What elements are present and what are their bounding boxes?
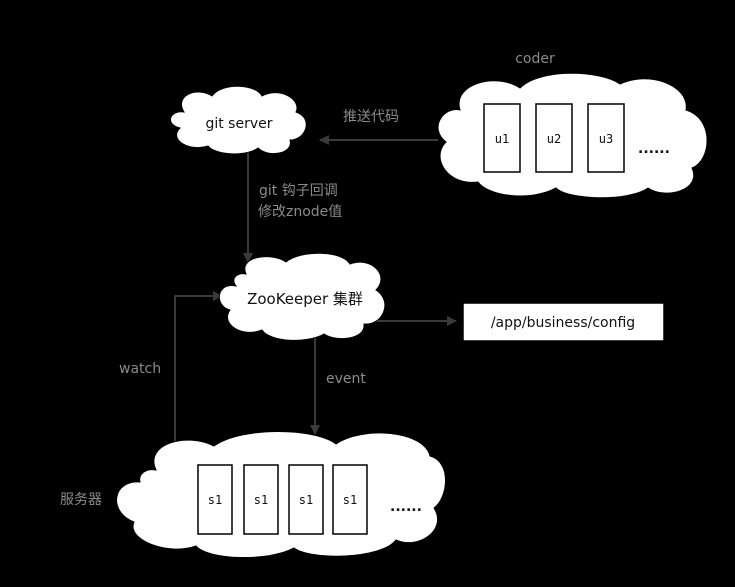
server-label-3: s1 bbox=[299, 493, 313, 507]
hook-label-line1: git 钩子回调 bbox=[259, 183, 338, 199]
coder-more: ...... bbox=[638, 141, 670, 157]
server-label-2: s1 bbox=[254, 493, 268, 507]
watch-label: watch bbox=[119, 361, 161, 377]
coder-label-2: u2 bbox=[547, 132, 561, 146]
watch-arrow bbox=[174, 291, 223, 444]
coder-box-3 bbox=[587, 103, 625, 173]
server-label-1: s1 bbox=[208, 493, 222, 507]
coder-box-2 bbox=[535, 103, 573, 173]
event-label: event bbox=[326, 371, 366, 387]
config-path-box bbox=[462, 302, 665, 342]
coder-box-1 bbox=[483, 103, 521, 173]
coder-label-3: u3 bbox=[599, 132, 613, 146]
zookeeper-cloud bbox=[219, 252, 386, 341]
git-server-label: git server bbox=[205, 116, 272, 132]
server-box-1 bbox=[197, 464, 233, 535]
servers-cloud bbox=[116, 431, 446, 559]
server-label-4: s1 bbox=[343, 493, 357, 507]
push-code-label: 推送代码 bbox=[343, 109, 399, 125]
zookeeper-label: ZooKeeper 集群 bbox=[247, 290, 363, 308]
config-path-label: /app/business/config bbox=[491, 315, 635, 331]
server-box-3 bbox=[288, 464, 324, 535]
server-box-4 bbox=[332, 464, 368, 535]
servers-label: 服务器 bbox=[60, 492, 102, 508]
git-server-cloud bbox=[170, 85, 307, 155]
coder-label-1: u1 bbox=[495, 132, 509, 146]
coder-label: coder bbox=[515, 51, 555, 67]
hook-label-line2: 修改znode值 bbox=[258, 204, 342, 220]
server-box-2 bbox=[243, 464, 279, 535]
server-more: ...... bbox=[390, 499, 422, 515]
